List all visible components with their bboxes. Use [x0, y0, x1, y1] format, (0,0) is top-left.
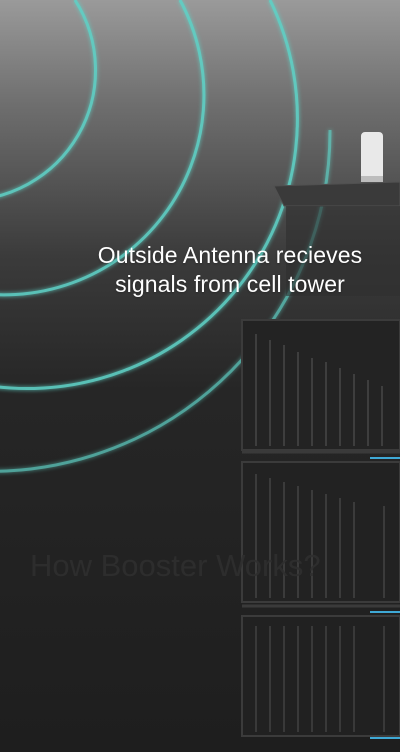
signal-wave-3 [0, 0, 299, 391]
caption-line-2: signals from cell tower [115, 271, 345, 297]
roof [273, 181, 400, 207]
caption-line-1: Outside Antenna recieves [97, 242, 363, 268]
antenna-caption: Outside Antenna recieves signals from ce… [60, 241, 400, 299]
floor-2 [241, 461, 400, 613]
floor-1 [241, 319, 400, 459]
section-title-watermark: How Booster Works? [30, 548, 321, 583]
antenna-unit [361, 132, 383, 182]
signal-wave-2 [0, 0, 206, 297]
signal-wave-1 [0, 0, 98, 197]
floor-3 [241, 615, 400, 739]
